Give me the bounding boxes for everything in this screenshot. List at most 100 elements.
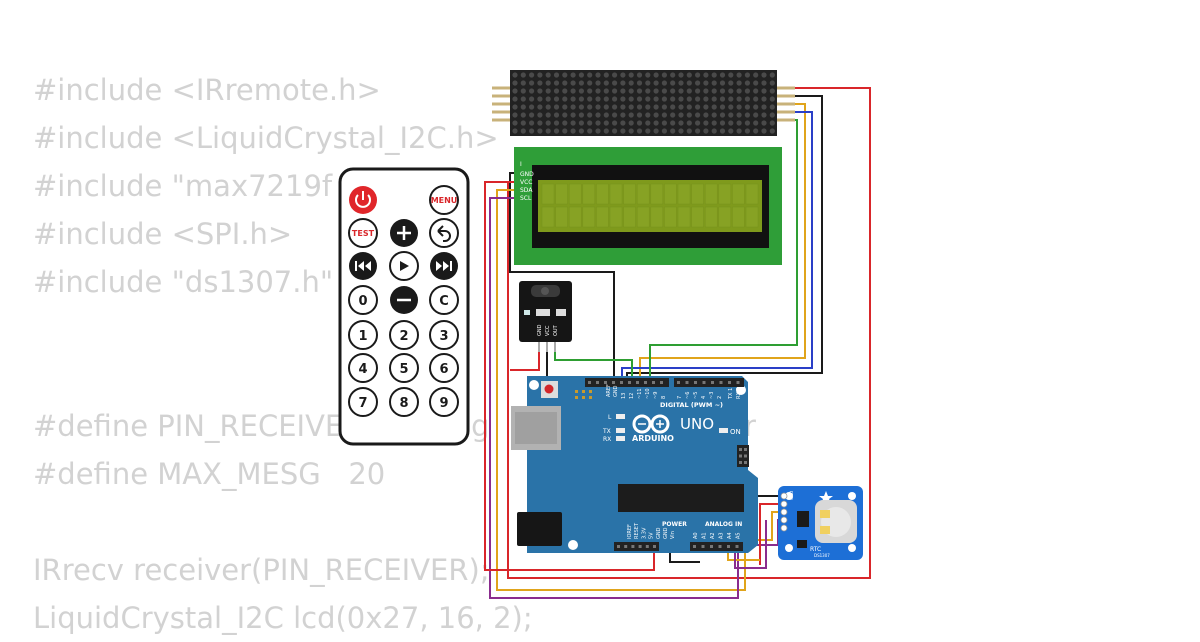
- test-button[interactable]: TEST: [348, 218, 378, 248]
- label-brand: ARDUINO: [632, 434, 674, 443]
- matrix-led: [670, 128, 676, 134]
- header-hole: [701, 545, 705, 548]
- label-tx: TX: [602, 428, 611, 435]
- matrix-led: [562, 120, 568, 126]
- header-hole: [739, 448, 742, 451]
- power-pin-label: 5V: [649, 532, 655, 539]
- digit-9-button[interactable]: 9: [429, 387, 459, 417]
- matrix-led: [670, 120, 676, 126]
- matrix-led: [612, 72, 618, 78]
- wire-ir-red[interactable]: [510, 340, 540, 371]
- matrix-led: [529, 72, 535, 78]
- rtc-mount-hole: [785, 492, 793, 500]
- matrix-led: [636, 88, 643, 94]
- lcd-cell: [623, 206, 636, 228]
- matrix-body: [510, 70, 777, 136]
- led-matrix[interactable]: [492, 70, 795, 136]
- matrix-led: [736, 128, 742, 134]
- matrix-led: [562, 128, 568, 134]
- usb-port-inner: [515, 412, 557, 444]
- matrix-led: [719, 88, 726, 94]
- matrix-led: [636, 112, 643, 118]
- lcd-cell: [582, 206, 596, 228]
- lcd-cell: [582, 183, 596, 205]
- digit-8-button[interactable]: 8: [389, 387, 419, 417]
- matrix-led: [620, 88, 626, 94]
- play-button[interactable]: [389, 251, 419, 281]
- ir-resistor: [556, 309, 566, 316]
- wire-yellow-lcd[interactable]: [496, 189, 782, 591]
- rtc-module[interactable]: GND RTC DS1307: [778, 486, 863, 560]
- header-hole: [612, 381, 615, 384]
- reset-button[interactable]: [544, 384, 554, 394]
- matrix-led: [719, 96, 726, 102]
- wire-red-power[interactable]: [484, 181, 655, 571]
- matrix-led: [761, 72, 767, 78]
- header-hole: [728, 381, 731, 384]
- digit-6-button[interactable]: 6: [429, 353, 459, 383]
- ir-receiver-module[interactable]: GND VCC OUT: [519, 281, 572, 352]
- digit-5-button[interactable]: 5: [389, 353, 419, 383]
- wire-rtc-red[interactable]: [759, 503, 782, 565]
- skip-forward-icon: [436, 261, 452, 271]
- plus-button[interactable]: [390, 219, 418, 247]
- back-button[interactable]: [429, 218, 459, 248]
- digit-2-button[interactable]: 2: [389, 320, 419, 350]
- rtc-mount-hole: [785, 544, 793, 552]
- matrix-led: [578, 96, 585, 102]
- digital-pin-label: 12: [629, 393, 635, 399]
- matrix-pins: [492, 86, 795, 122]
- matrix-led: [753, 80, 759, 86]
- ir-remote[interactable]: MENU TEST: [338, 167, 470, 446]
- matrix-led: [587, 120, 593, 126]
- lcd-cell: [650, 206, 664, 228]
- matrix-led: [562, 72, 568, 78]
- matrix-led: [744, 96, 751, 102]
- matrix-led: [703, 88, 709, 94]
- digital-pin-label: 4: [701, 396, 707, 399]
- lcd-module[interactable]: I GND VCC SDA SCL: [514, 147, 782, 265]
- digit-0-button[interactable]: 0: [348, 285, 378, 315]
- digit-7-button[interactable]: 7: [348, 387, 378, 417]
- matrix-led: [769, 88, 775, 94]
- matrix-led: [628, 80, 634, 86]
- clear-button[interactable]: C: [429, 285, 459, 315]
- arduino-logo: [632, 414, 670, 434]
- rtc-mount-hole: [848, 492, 856, 500]
- matrix-led: [520, 120, 526, 126]
- lcd-cell: [691, 206, 704, 228]
- prev-button[interactable]: [349, 252, 377, 280]
- matrix-led: [678, 72, 684, 78]
- wire-blue[interactable]: [621, 111, 813, 385]
- digit-1-button[interactable]: 1: [348, 320, 378, 350]
- analog-pin-label: A1: [702, 532, 708, 539]
- next-button[interactable]: [430, 252, 458, 280]
- matrix-led: [728, 112, 734, 118]
- lcd-cell: [732, 183, 745, 205]
- wire-rtc-purple[interactable]: [734, 520, 767, 569]
- rtc-mount-hole: [848, 544, 856, 552]
- lcd-pin-sda: SDA: [520, 187, 533, 194]
- menu-button[interactable]: MENU: [429, 185, 459, 215]
- wire-black-lcd[interactable]: [509, 172, 615, 385]
- matrix-led: [595, 72, 601, 78]
- matrix-led: [620, 104, 626, 110]
- matrix-led: [529, 104, 535, 110]
- matrix-led: [612, 120, 618, 126]
- header-hole: [628, 381, 631, 384]
- arduino-uno-board[interactable]: L TX RX ON DIGITAL (PWM ~) ARDUINO UNO P…: [511, 376, 758, 553]
- minus-button[interactable]: [390, 286, 418, 314]
- power-button[interactable]: [349, 186, 377, 214]
- matrix-led: [612, 112, 618, 118]
- digit-4-button[interactable]: 4: [348, 353, 378, 383]
- matrix-led: [686, 128, 692, 134]
- digit-3-button[interactable]: 3: [429, 320, 459, 350]
- skip-back-icon: [355, 261, 371, 271]
- matrix-led: [719, 104, 726, 110]
- matrix-led: [587, 104, 593, 110]
- header-hole: [645, 545, 649, 548]
- matrix-led: [719, 72, 726, 78]
- matrix-led: [670, 88, 676, 94]
- matrix-led: [578, 88, 585, 94]
